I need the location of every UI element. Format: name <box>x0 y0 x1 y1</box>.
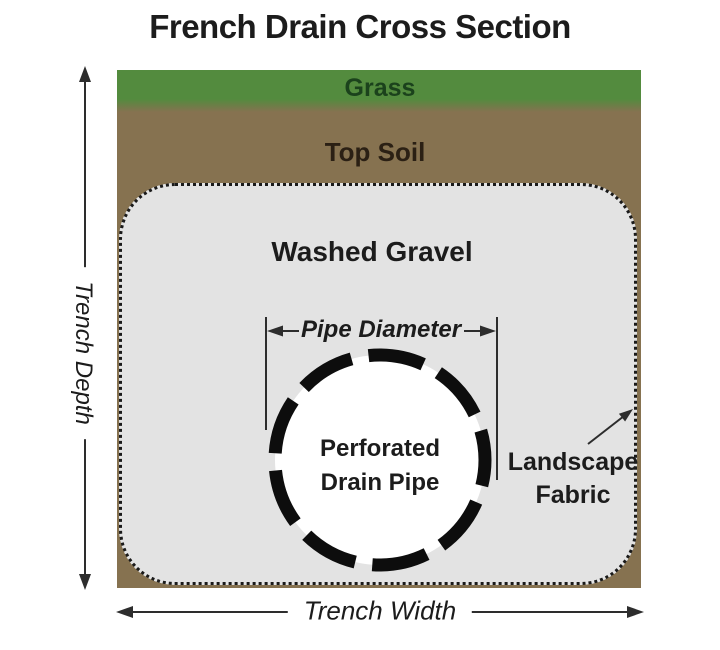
trench-width-label: Trench Width <box>287 594 473 628</box>
perforated-drain-pipe-label: Perforated Drain Pipe <box>280 432 480 500</box>
fabric-label-line2: Fabric <box>535 481 611 509</box>
pipe-label-line1: Perforated <box>319 435 441 462</box>
top-soil-label: Top Soil <box>324 137 426 167</box>
washed-gravel-label: Washed Gravel <box>271 236 473 267</box>
trench-depth-label: Trench Depth <box>66 267 100 439</box>
pipe-label-line2: Drain Pipe <box>320 469 440 496</box>
grass-label: Grass <box>344 74 416 102</box>
page-title: French Drain Cross Section <box>149 8 571 45</box>
landscape-fabric-label: Landscape Fabric <box>503 446 643 512</box>
fabric-label-line1: Landscape <box>507 448 639 476</box>
pipe-diameter-label: Pipe Diameter <box>301 316 462 343</box>
